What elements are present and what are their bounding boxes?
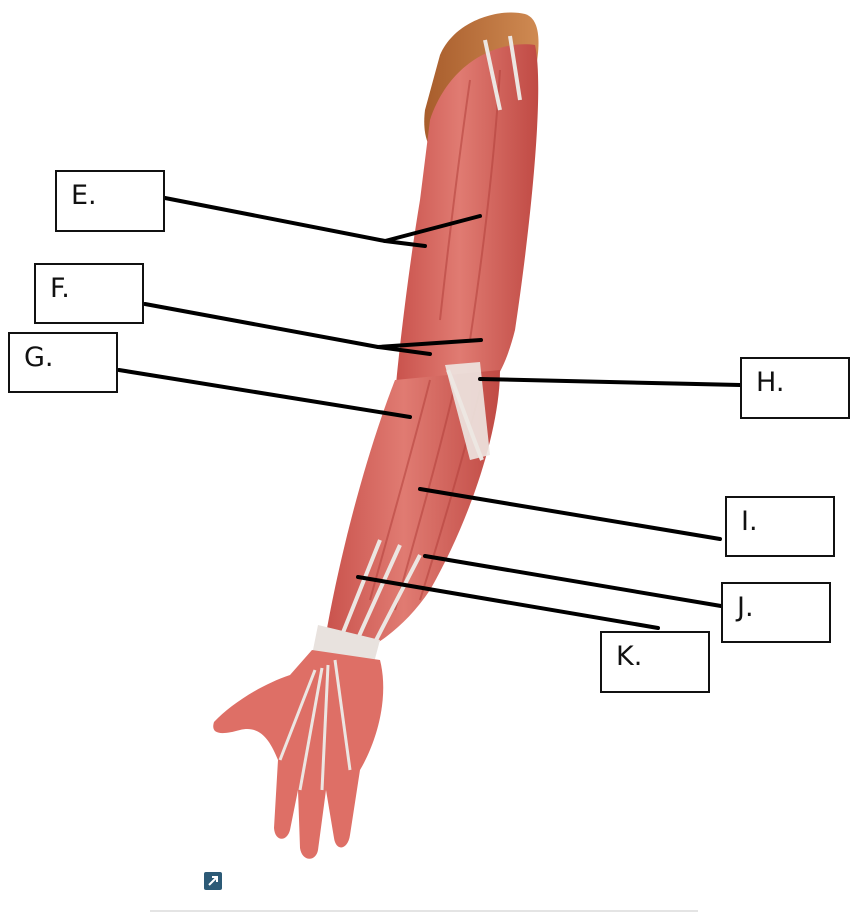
hand xyxy=(213,650,384,859)
leader-line-f-branch-lower xyxy=(376,345,432,356)
label-box-h[interactable]: H. xyxy=(740,357,850,419)
label-box-g[interactable]: G. xyxy=(8,332,118,393)
label-box-j[interactable]: J. xyxy=(721,582,831,643)
leader-line-f xyxy=(143,302,380,349)
leader-line-j xyxy=(423,554,723,608)
aponeurosis xyxy=(445,362,490,460)
bottom-divider xyxy=(150,910,698,912)
expand-arrow-icon xyxy=(208,876,218,886)
leader-line-i xyxy=(418,487,722,541)
leader-line-h xyxy=(478,377,742,387)
leader-line-e-branch-upper xyxy=(383,214,482,243)
label-box-f[interactable]: F. xyxy=(34,263,144,324)
leader-line-k xyxy=(356,575,660,630)
leader-line-e xyxy=(163,196,387,243)
hand-tendons xyxy=(278,659,352,791)
leader-lines xyxy=(117,196,742,630)
leader-line-e-branch-lower xyxy=(383,239,427,248)
leader-line-f-branch-upper xyxy=(376,338,483,349)
leader-line-g xyxy=(117,368,412,419)
expand-icon[interactable] xyxy=(204,872,222,890)
label-box-i[interactable]: I. xyxy=(725,496,835,557)
label-box-e[interactable]: E. xyxy=(55,170,165,232)
upper-arm-muscle xyxy=(395,44,539,401)
label-box-k[interactable]: K. xyxy=(600,631,710,693)
